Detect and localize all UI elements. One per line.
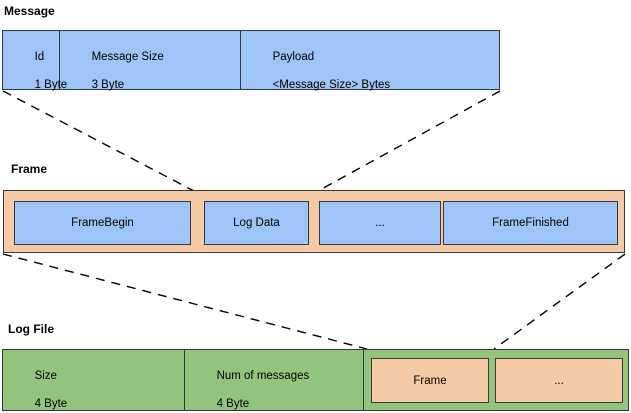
message-field-id-text: Id 1 Byte	[9, 36, 68, 106]
message-field-message-size: Message Size 3 Byte	[60, 31, 240, 91]
logfile-frame-ellipsis-label: ...	[554, 374, 564, 387]
logfile-divider-1	[184, 350, 185, 410]
message-divider-2	[240, 31, 241, 89]
logfile-field-size: Size 4 Byte	[3, 350, 184, 410]
connector-message-right-to-ellipsis	[317, 90, 501, 192]
connector-frame-left-to-logfile-framecell	[2, 253, 368, 350]
frame-slot-framebegin: FrameBegin	[14, 201, 191, 245]
section-title-logfile: Log File	[8, 322, 54, 336]
frame-slot-framefinished: FrameFinished	[443, 201, 618, 245]
message-field-payload-text: Payload <Message Size> Bytes	[247, 36, 391, 106]
logfile-frame-item: Frame	[371, 358, 489, 403]
message-field-message-size-name: Message Size	[91, 51, 164, 63]
message-field-id-size: 1 Byte	[34, 79, 68, 91]
message-field-message-size-text: Message Size 3 Byte	[66, 36, 164, 106]
frame-slot-logdata: Log Data	[204, 201, 309, 245]
logfile-field-num-of-messages-text: Num of messages 4 Byte	[191, 355, 310, 413]
section-title-message: Message	[4, 4, 55, 18]
message-field-payload: Payload <Message Size> Bytes	[241, 31, 499, 91]
frame-slot-ellipsis-label: ...	[375, 217, 385, 229]
logfile-field-num-of-messages: Num of messages 4 Byte	[185, 350, 363, 410]
message-structure: Id 1 Byte Message Size 3 Byte Payload <M…	[2, 30, 500, 91]
logfile-field-num-of-messages-size: 4 Byte	[216, 398, 250, 410]
message-field-id-name: Id	[34, 51, 45, 63]
logfile-field-num-of-messages-name: Num of messages	[216, 370, 310, 382]
logfile-field-size-text: Size 4 Byte	[9, 355, 68, 413]
frame-slot-framefinished-label: FrameFinished	[492, 217, 569, 229]
logfile-divider-2	[363, 350, 364, 410]
message-field-id: Id 1 Byte	[3, 31, 68, 91]
message-field-payload-name: Payload	[272, 51, 315, 63]
logfile-frame-ellipsis: ...	[495, 358, 623, 403]
frame-slot-framebegin-label: FrameBegin	[71, 217, 134, 229]
frame-slot-ellipsis: ...	[319, 201, 441, 245]
connector-frame-right-to-logfile-ellipsis	[493, 253, 626, 350]
frame-structure: FrameBegin Log Data ... FrameFinished	[3, 190, 625, 253]
logfile-structure: Size 4 Byte Num of messages 4 Byte Frame…	[2, 349, 629, 411]
logfile-field-size-name: Size	[34, 370, 57, 382]
section-title-frame: Frame	[11, 162, 48, 176]
message-field-payload-size: <Message Size> Bytes	[272, 79, 391, 91]
logfile-frame-item-label: Frame	[413, 374, 447, 387]
logfile-frames-container: Frame ...	[364, 350, 628, 410]
message-divider-1	[59, 31, 60, 89]
message-field-message-size-size: 3 Byte	[91, 79, 125, 91]
connector-message-left-to-logdata	[2, 90, 195, 192]
logfile-field-size-size: 4 Byte	[34, 398, 68, 410]
frame-slot-logdata-label: Log Data	[233, 217, 280, 229]
